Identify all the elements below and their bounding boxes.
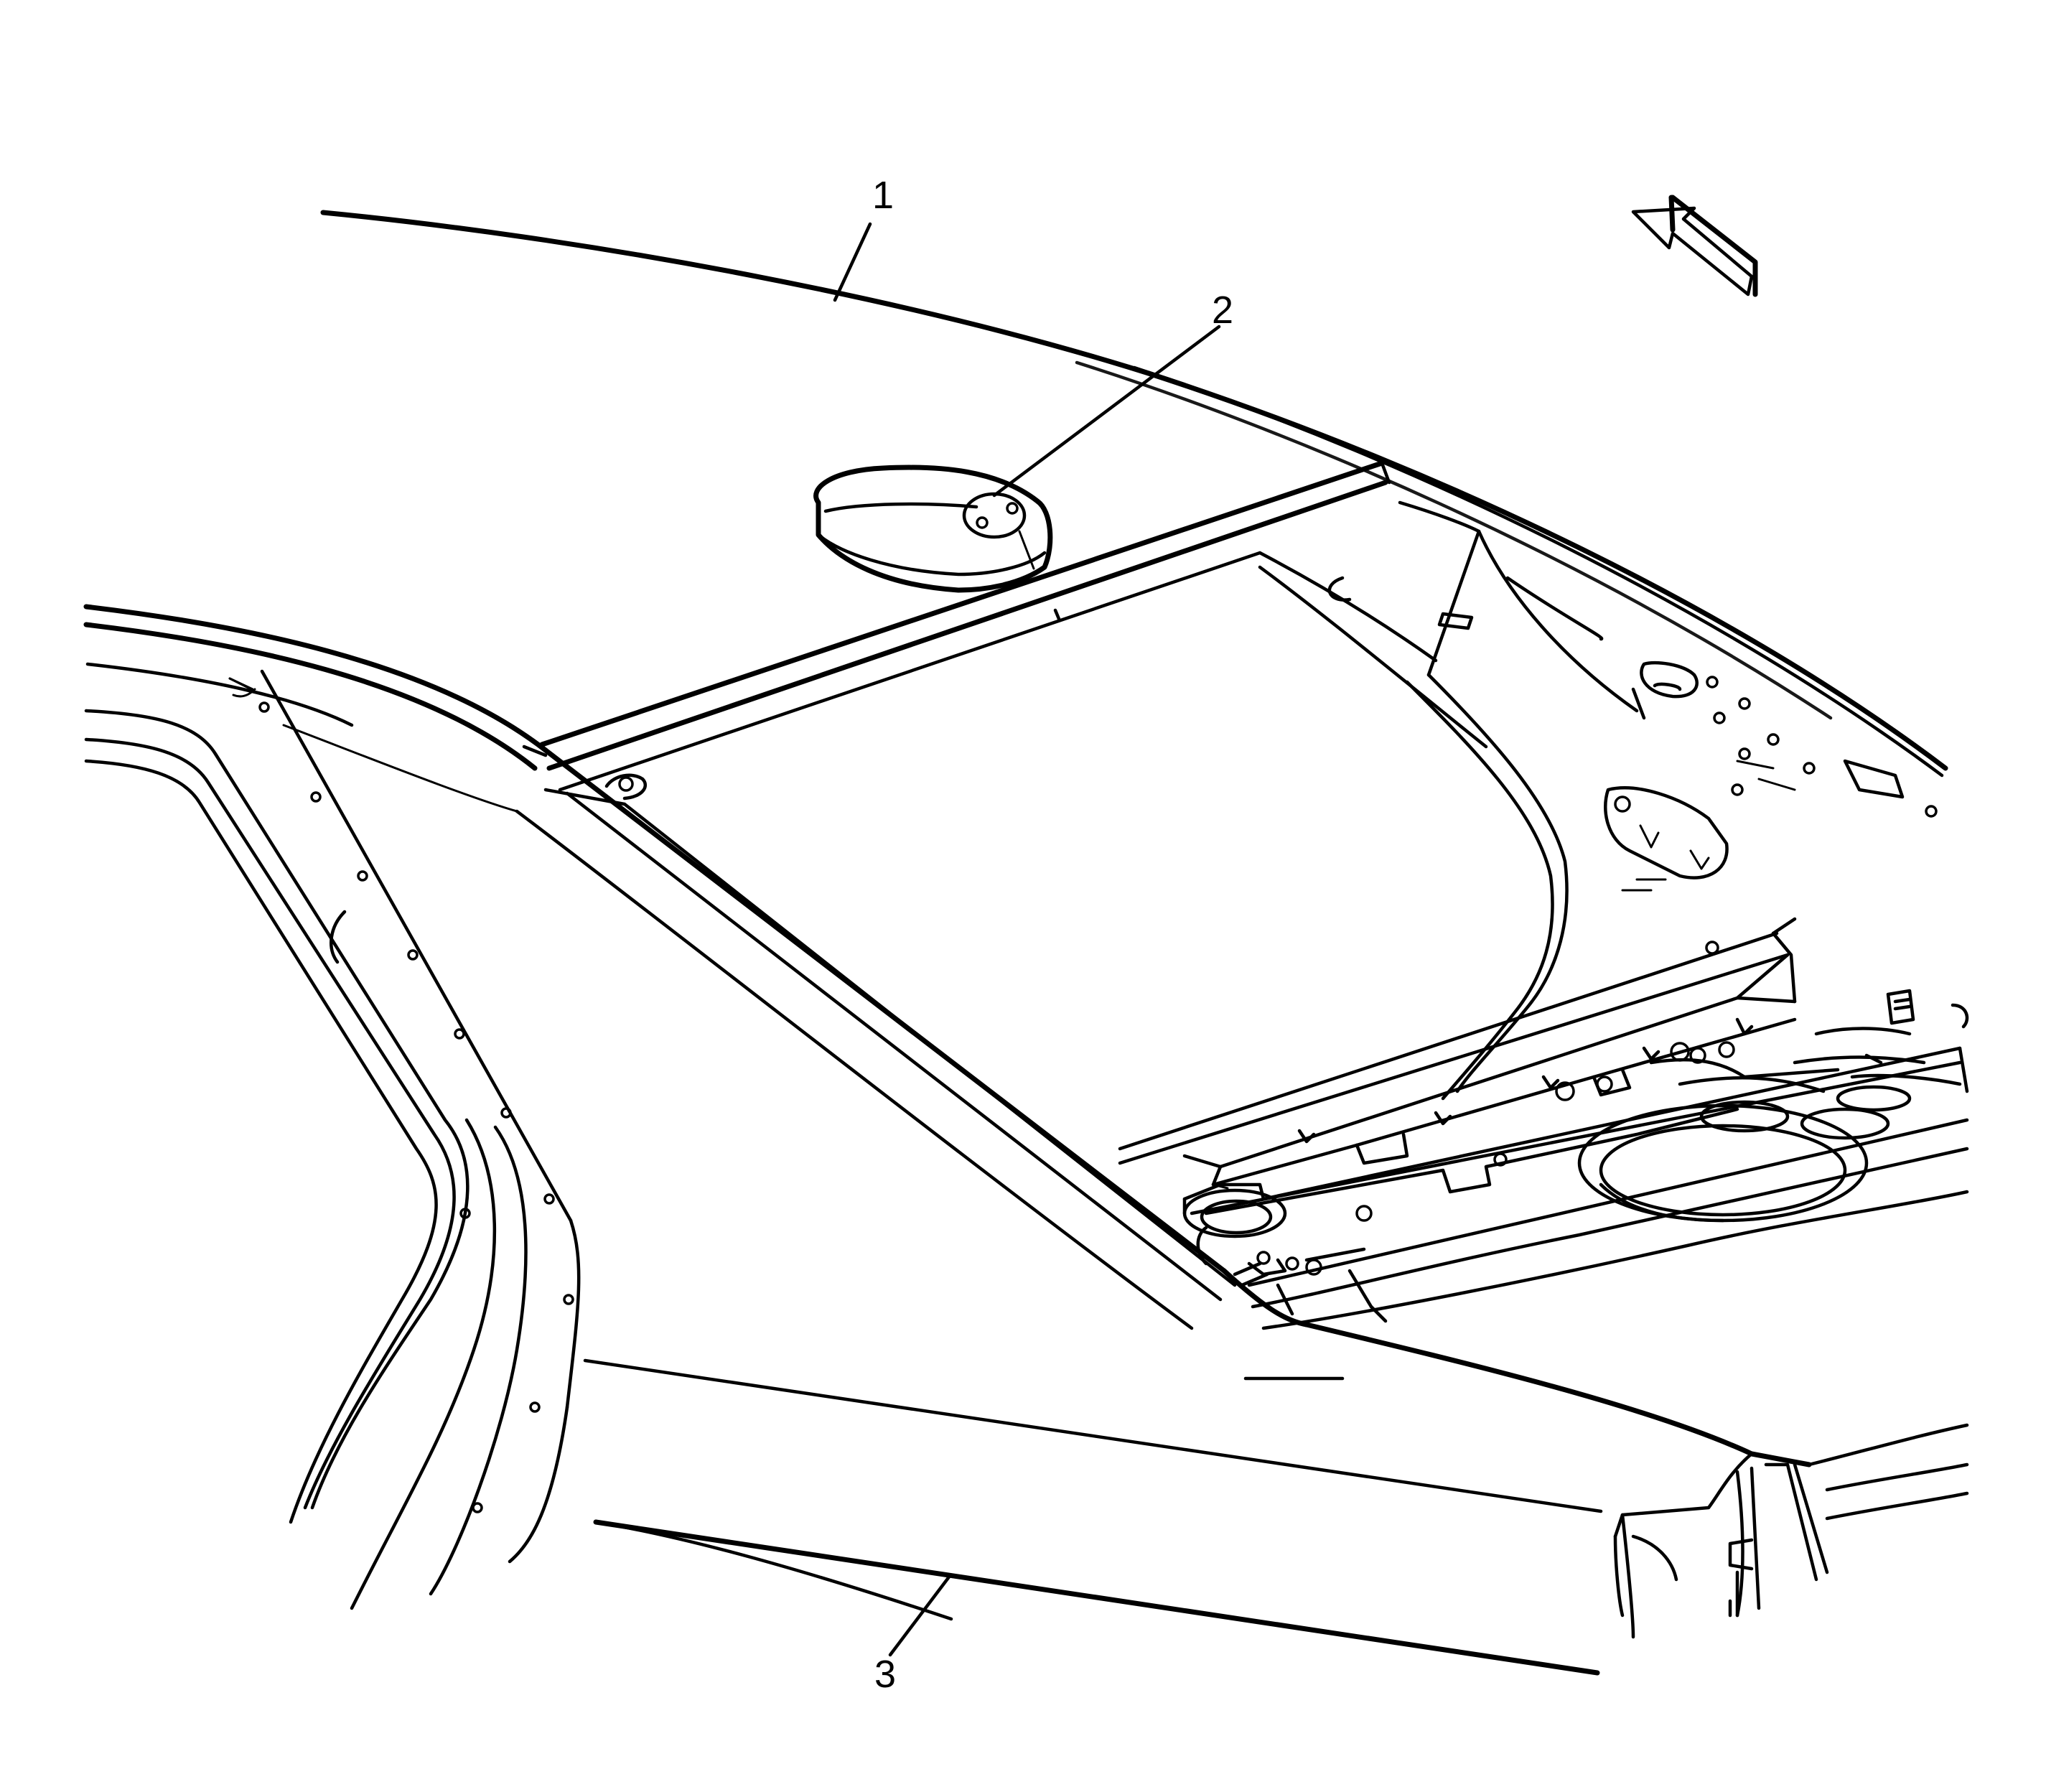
trunk-floor [1118, 917, 1969, 1330]
callout-1-leader [833, 222, 872, 302]
roof-panel [320, 210, 1948, 778]
roof-antenna [813, 465, 1053, 593]
body-outer-panel [83, 604, 1969, 1521]
callout-3-leader [888, 1574, 952, 1657]
quarter-panel [583, 1358, 1603, 1676]
callout-2-leader [992, 325, 1221, 498]
callout-3: 3 [874, 1653, 896, 1696]
trunk-compartment [1258, 500, 1938, 1101]
callout-1: 1 [872, 174, 894, 217]
callout-leaders [833, 222, 1221, 1657]
forward-direction-arrow-icon [1631, 195, 1758, 297]
callout-2: 2 [1212, 289, 1233, 332]
side-window-opening [84, 669, 581, 1610]
tail-lamp-area [1613, 1452, 1829, 1639]
rear-window-frame [522, 460, 1391, 801]
